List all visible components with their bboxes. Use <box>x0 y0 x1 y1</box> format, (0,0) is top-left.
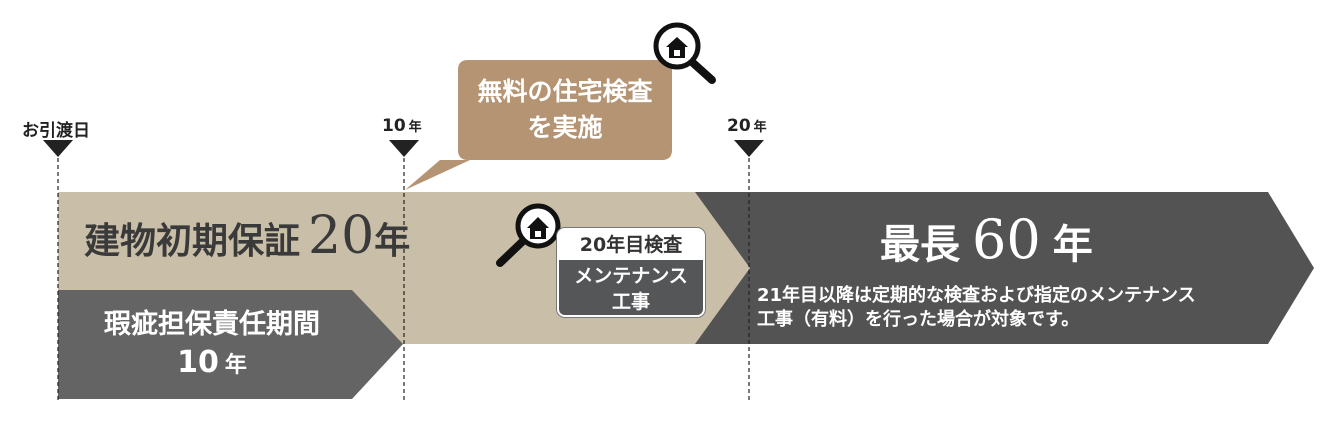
milestone-label-handover: お引渡日 <box>22 116 90 141</box>
warranty-unit: 年 <box>374 221 411 262</box>
inspection-box-top: 20年目検査 <box>559 230 703 260</box>
inspection-box-line-2: 工事 <box>611 291 650 313</box>
inspection-box-line-1: メンテナンス <box>574 265 688 287</box>
milestone-text: お引渡日 <box>22 121 90 141</box>
max-years: 60 <box>972 208 1041 271</box>
warranty-title-text: 建物初期保証 <box>84 221 301 262</box>
max-description: 21年目以降は定期的な検査および指定のメンテナンス 工事（有料）を行った場合が対… <box>757 284 1257 332</box>
milestone-marker-icon <box>734 140 764 157</box>
milestone-number: 20 <box>727 116 751 136</box>
max-unit: 年 <box>1052 222 1093 268</box>
callout-text: 無料の住宅検査 を実施 <box>458 74 672 146</box>
inspection-box-bottom: メンテナンス 工事 <box>559 260 703 315</box>
max-prefix: 最長 <box>880 222 960 268</box>
house-magnifier-icon <box>496 203 561 267</box>
milestone-number: 10 <box>382 116 406 136</box>
max-desc-line-1: 21年目以降は定期的な検査および指定のメンテナンス <box>757 285 1196 306</box>
defect-10yr-arrow <box>58 290 403 399</box>
callout-line-1: 無料の住宅検査 <box>477 77 653 106</box>
callout-bubble <box>405 60 672 190</box>
max-60yr-arrow <box>695 192 1314 344</box>
defect-liability-years: 10 <box>177 345 219 380</box>
max-desc-line-2: 工事（有料）を行った場合が対象です。 <box>757 309 1080 330</box>
milestone-unit: 年 <box>408 120 422 135</box>
milestone-marker-icon <box>43 140 73 157</box>
defect-liability-unit: 年 <box>224 353 247 378</box>
defect-liability-title: 瑕疵担保責任期間 <box>104 309 320 340</box>
callout-line-2: を実施 <box>527 113 603 142</box>
milestone-marker-icon <box>389 140 419 157</box>
inspection-maintenance-box: 20年目検査 メンテナンス 工事 <box>557 228 705 317</box>
warranty-years: 20 <box>308 206 375 266</box>
milestone-unit: 年 <box>753 120 767 135</box>
house-magnifier-icon <box>653 22 716 84</box>
